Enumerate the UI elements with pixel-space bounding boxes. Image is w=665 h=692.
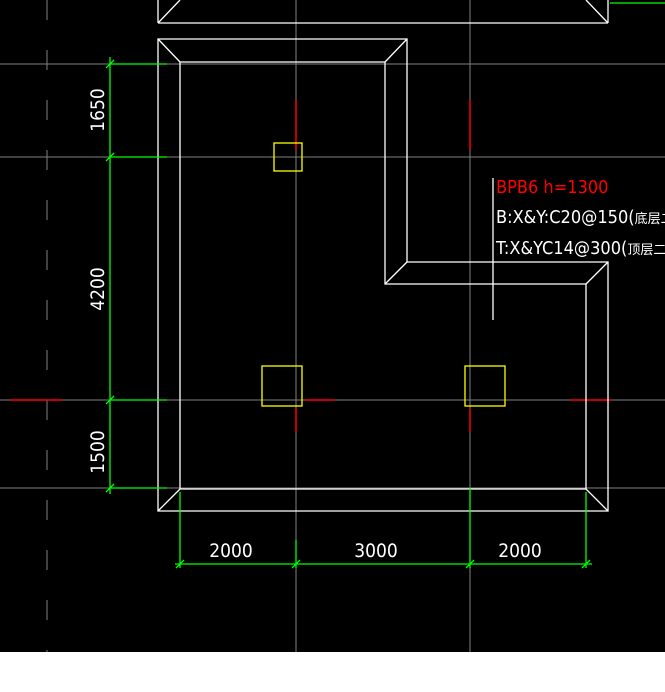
cad-canvas[interactable]: 1650 4200 1500 2000 3000 2000 BPB6 h=130… [0, 0, 665, 652]
foundation-plan-drawing: 1650 4200 1500 2000 3000 2000 BPB6 h=130… [0, 0, 665, 652]
slab-bevel-2 [384, 38, 408, 63]
upper-slab-outline [157, 0, 609, 24]
column-1[interactable] [273, 142, 303, 172]
vertical-dimension-chain [105, 57, 167, 494]
slab-bevel-5 [585, 488, 609, 512]
column-2[interactable] [261, 365, 303, 407]
slab-bevel-3 [384, 261, 408, 285]
v-dim-tick-3 [105, 395, 115, 405]
v-dim-tick-1 [105, 59, 115, 69]
h-dim-tick-4 [581, 559, 591, 569]
h-dim-text-2: 3000 [354, 540, 398, 562]
v-dim-tick-4 [105, 483, 115, 493]
h-dim-tick-1 [175, 559, 185, 569]
slab-bevel-6 [157, 488, 181, 512]
upper-slab-bevel-right [585, 0, 609, 24]
bottom-rebar-note: 底层二排 [635, 211, 665, 227]
v-dim-text-1: 1650 [87, 88, 109, 132]
axis-marks [10, 100, 612, 432]
slab-bevel-4 [585, 261, 609, 285]
h-dim-text-3: 2000 [498, 540, 542, 562]
top-rebar-note: 顶层二排 [627, 243, 665, 258]
upper-slab-bevel-left [157, 0, 181, 24]
h-dim-text-1: 2000 [209, 540, 253, 562]
slab-label-top-rebar[interactable]: T:X&YC14@300(顶层二排) [495, 238, 665, 259]
v-dim-text-2: 4200 [87, 267, 109, 311]
v-dim-tick-2 [105, 152, 115, 162]
horizontal-dimension-chain [175, 488, 592, 569]
column-3[interactable] [464, 365, 506, 407]
slab-bevel-1 [157, 38, 181, 63]
h-dim-tick-3 [465, 559, 475, 569]
slab-label-bottom-rebar[interactable]: B:X&Y:C20@150(底层二排) [496, 207, 665, 228]
canvas-background [0, 0, 665, 652]
slab-outline [157, 38, 609, 512]
slab-label-title[interactable]: BPB6 h=1300 [496, 177, 608, 198]
bottom-rebar-spec: B:X&Y:C20@150( [496, 207, 635, 228]
columns [261, 142, 506, 407]
v-dim-text-3: 1500 [87, 430, 109, 474]
top-rebar-spec: T:X&YC14@300( [495, 238, 627, 259]
h-dim-tick-2 [291, 559, 301, 569]
